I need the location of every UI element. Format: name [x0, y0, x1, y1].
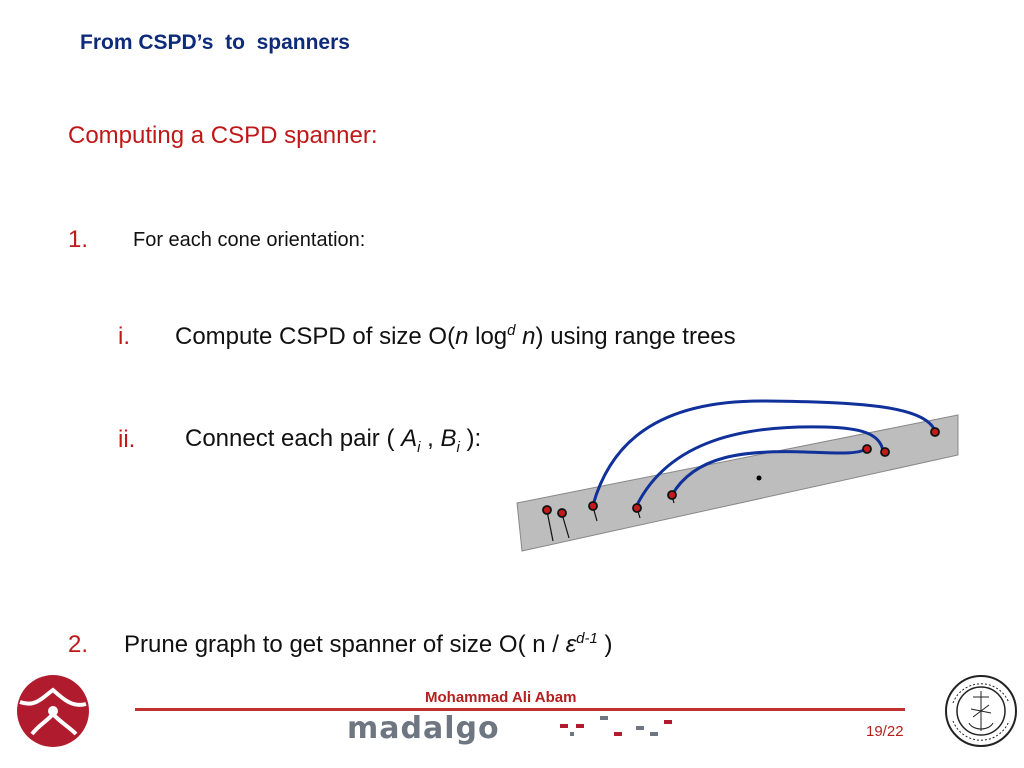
page-number: 19/22 [866, 723, 904, 740]
substep-i-log: log [468, 323, 508, 350]
footer-divider [135, 708, 905, 711]
substep-ii-sep: , [420, 425, 441, 452]
step-2-number: 2. [68, 631, 89, 658]
madalgo-logo: madalgo [347, 711, 500, 746]
substep-i-n1: n [455, 323, 469, 350]
step-2-text: Prune graph to get spanner of size O( n … [124, 630, 613, 659]
substep-ii-text: Connect each pair ( Ai , Bi ): [185, 425, 481, 456]
substep-i-sup: d [507, 322, 516, 339]
substep-i-post: ) using range trees [535, 323, 736, 350]
substep-i-number: i. [118, 323, 130, 350]
step-2-sup: d-1 [576, 630, 598, 647]
substep-ii-b-sub: i [456, 438, 460, 456]
cone-apex [756, 475, 762, 481]
author-name: Mohammad Ali Abam [425, 689, 577, 706]
step-1-number: 1. [68, 226, 89, 253]
step-2-epsilon: ε [565, 631, 577, 658]
spanner-edges [591, 399, 937, 506]
substep-ii-a-sub: i [417, 438, 421, 456]
university-seal-icon [945, 675, 1017, 747]
cone-stubs [546, 495, 675, 542]
substep-i-pre: Compute CSPD of size O( [175, 323, 456, 350]
cone-region [516, 414, 959, 552]
step-1-text: For each cone orientation: [133, 229, 366, 251]
step-2-pre: Prune graph to get spanner of size O( n … [124, 631, 566, 658]
university-logo-left [17, 675, 89, 747]
substep-ii-number: ii. [118, 426, 136, 453]
cone-points [542, 427, 940, 518]
step-2-post: ) [597, 631, 613, 658]
madalgo-dashes-icon [560, 716, 672, 736]
cone-pair-diagram [516, 399, 959, 552]
section-heading: Computing a CSPD spanner: [68, 122, 378, 149]
substep-ii-pre: Connect each pair ( [185, 425, 402, 452]
substep-i-n2: n [522, 323, 536, 350]
slide-title: From CSPD’s to spanners [80, 31, 350, 54]
substep-ii-b: B [440, 425, 457, 452]
substep-ii-post: ): [459, 425, 482, 452]
substep-ii-a: A [401, 425, 418, 452]
substep-i-text: Compute CSPD of size O(n logd n) using r… [175, 322, 736, 351]
